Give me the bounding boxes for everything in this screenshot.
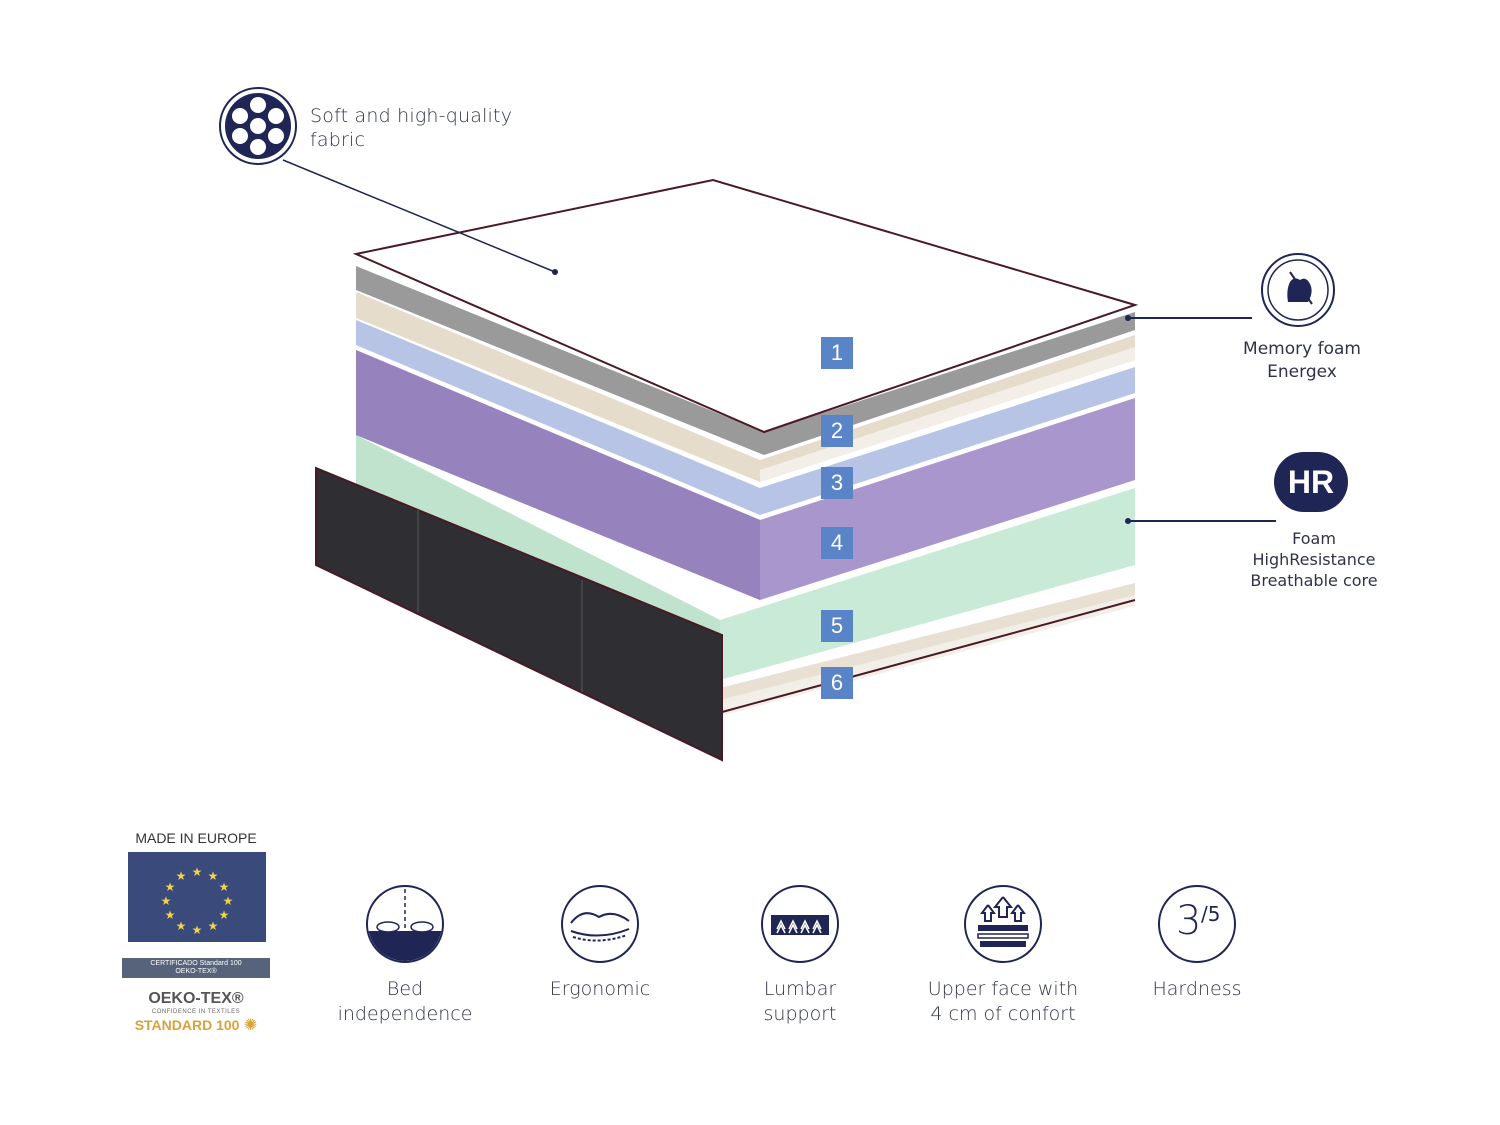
lumbar-support-icon: [761, 885, 839, 963]
feature-ergonomic: Ergonomic: [500, 885, 700, 1002]
ribbon-line-1: CERTIFICADO Standard 100: [150, 960, 242, 967]
hr-badge-icon: HR: [1274, 452, 1348, 512]
layer-1-fabric: [352, 178, 1139, 434]
hr-foam-text: Foam HighResistance Breathable core: [1240, 528, 1388, 591]
memory-foam-text: Memory foam Energex: [1232, 338, 1372, 384]
fabric-line-1: Soft and high-quality: [310, 105, 513, 127]
layer-5-green: [356, 435, 1135, 680]
feature-lumbar-support: Lumbar support: [700, 885, 900, 1027]
svg-text:★: ★: [219, 880, 230, 894]
ergonomic-icon: [561, 885, 639, 963]
feature-label: Ergonomic: [549, 978, 651, 1000]
eu-flag-icon: ★ ★ ★ ★ ★ ★ ★ ★ ★ ★ ★ ★: [128, 852, 266, 942]
oeko-brand: OEKO-TEX®: [148, 990, 244, 1007]
layer-3-blue: [356, 320, 1135, 515]
layer-badge-5: 5: [821, 610, 853, 642]
layer-4-purple: [356, 350, 1135, 600]
feature-label: Hardness: [1152, 978, 1242, 1000]
hr-line-1: Foam: [1292, 529, 1336, 548]
svg-text:★: ★: [161, 894, 172, 908]
layer-badge-4: 4: [821, 527, 853, 559]
svg-text:★: ★: [208, 919, 219, 933]
mattress-layers-diagram: [282, 159, 1276, 762]
fabric-line-2: fabric: [310, 129, 366, 151]
feature-label: Bed independence: [337, 978, 473, 1025]
feature-bed-independence: Bed independence: [305, 885, 505, 1027]
feature-upper-face: Upper face with 4 cm of confort: [898, 885, 1108, 1027]
svg-text:★: ★: [176, 919, 187, 933]
svg-text:★: ★: [208, 869, 219, 883]
hardness-value: 3: [1176, 898, 1202, 944]
hr-line-3: Breathable core: [1250, 571, 1378, 590]
memory-line-1: Memory foam: [1243, 339, 1361, 359]
feature-label: Lumbar support: [763, 978, 837, 1025]
hardness-scale: /5: [1201, 902, 1221, 926]
svg-text:★: ★: [176, 869, 187, 883]
oeko-tex-logo: OEKO-TEX® CONFIDENCE IN TEXTILES STANDAR…: [122, 990, 270, 1035]
made-in-europe-label: MADE IN EUROPE: [135, 830, 257, 846]
oeko-ribbon: CERTIFICADO Standard 100 OEKO-TEX®: [122, 958, 270, 978]
hand-press-icon: [1260, 252, 1336, 328]
oeko-standard: STANDARD 100: [134, 1017, 240, 1033]
svg-text:★: ★: [165, 880, 176, 894]
layer-2-beige: [356, 292, 1135, 482]
layer-badge-3: 3: [821, 467, 853, 499]
ribbon-line-2: OEKO-TEX®: [175, 968, 217, 975]
svg-text:★: ★: [223, 894, 234, 908]
hardness-icon: 3 /5: [1158, 885, 1236, 963]
upper-face-icon: [964, 885, 1042, 963]
svg-text:★: ★: [219, 908, 230, 922]
hr-line-2: HighResistance: [1252, 550, 1376, 569]
oeko-sub: CONFIDENCE IN TEXTILES: [151, 1009, 241, 1015]
fabric-leader-line: [282, 159, 556, 273]
fabric-callout-text: Soft and high-quality fabric: [310, 104, 512, 152]
svg-text:★: ★: [165, 908, 176, 922]
feature-hardness: 3 /5 Hardness: [1097, 885, 1297, 1002]
memory-line-2: Energex: [1267, 362, 1337, 382]
feature-label: Upper face with 4 cm of confort: [927, 978, 1079, 1025]
oeko-flower-icon: ✺: [243, 1017, 258, 1034]
svg-text:★: ★: [192, 923, 203, 937]
svg-text:★: ★: [192, 865, 203, 879]
layer-badge-1: 1: [821, 337, 853, 369]
fabric-pattern-icon: [218, 86, 298, 166]
layer-badge-6: 6: [821, 667, 853, 699]
layer-badge-2: 2: [821, 415, 853, 447]
bed-independence-icon: [366, 885, 444, 963]
